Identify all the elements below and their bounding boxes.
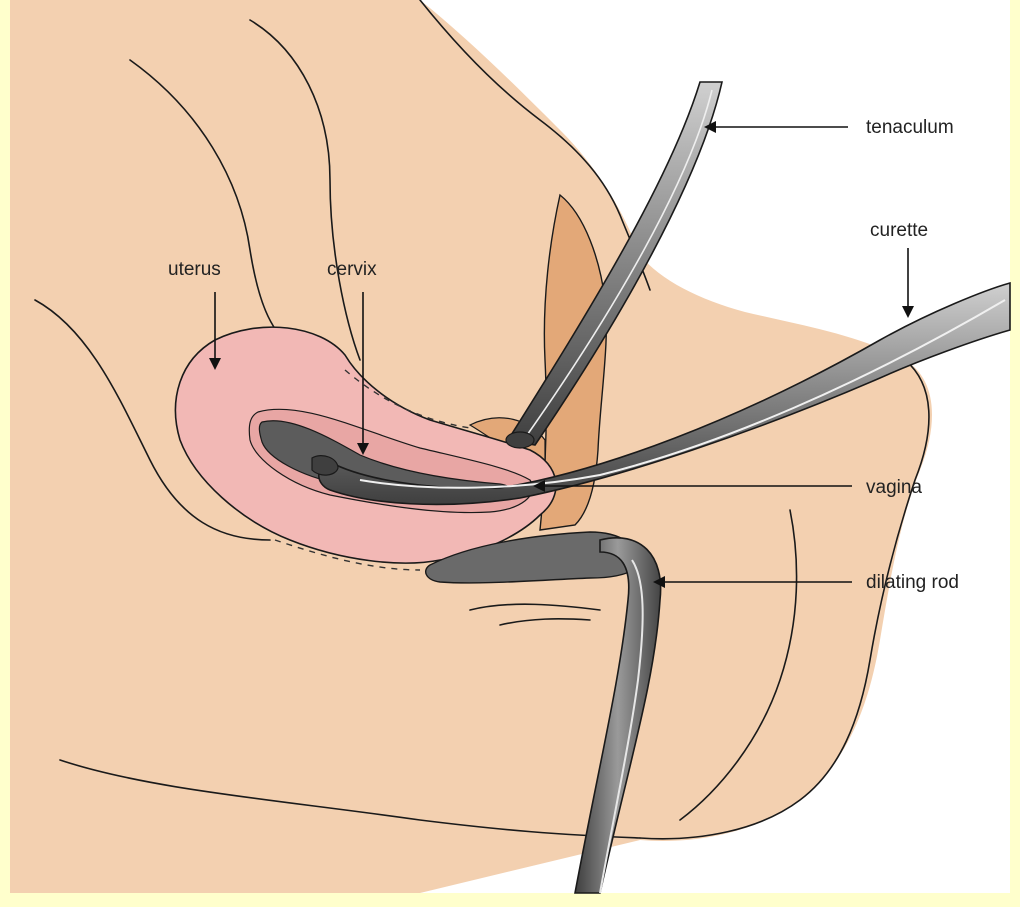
label-cervix: cervix (327, 259, 377, 280)
label-vagina: vagina (866, 477, 922, 498)
label-curette: curette (870, 220, 928, 241)
tenaculum-tip (506, 432, 534, 448)
label-dilating-rod: dilating rod (866, 572, 959, 593)
label-tenaculum: tenaculum (866, 117, 954, 138)
label-uterus: uterus (168, 259, 221, 280)
